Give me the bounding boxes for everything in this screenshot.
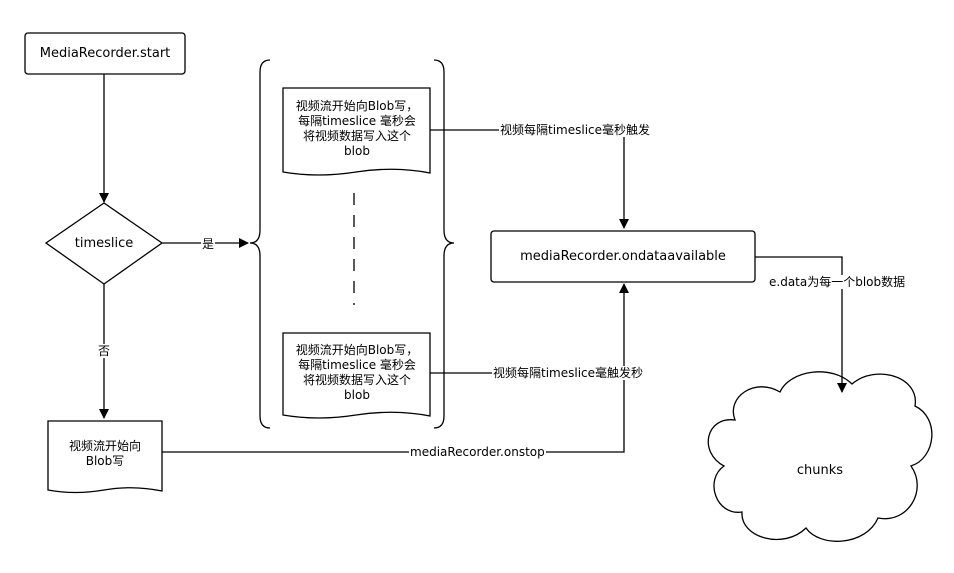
edge-label-no: 否: [97, 344, 112, 358]
edge-edata: [755, 256, 847, 393]
blob-no-node: 视频流开始向Blob写: [68, 439, 141, 468]
edge-trigger-top: [430, 129, 629, 229]
start-box: [24, 32, 186, 75]
edge-label-yes: 是: [201, 237, 216, 251]
ondataavailable-node: mediaRecorder.ondataavailable: [520, 249, 726, 264]
ondataavailable-box: [490, 230, 756, 283]
blob-no-shape: [47, 420, 163, 494]
edge-label-trigger-top: 视频每隔timeslice毫秒触发: [499, 123, 652, 137]
left-brace: [249, 59, 271, 429]
decision-node: timeslice: [74, 235, 134, 251]
chunks-cloud: [707, 371, 933, 542]
start-node: MediaRecorder.start: [39, 46, 171, 61]
blob-top-node: 视频流开始向Blob写，每隔timeslice 毫秒会将视频数据写入这个blob: [295, 99, 419, 158]
right-brace: [433, 59, 455, 429]
edge-trigger-bottom: [430, 283, 629, 374]
blob-bottom-shape: [282, 332, 431, 419]
edge-label-onstop: mediaRecorder.onstop: [409, 445, 546, 459]
blob-top-shape: [282, 87, 431, 176]
edge-onstop: [162, 373, 625, 453]
blob-bottom-node: 视频流开始向Blob写，每隔timeslice 毫秒会将视频数据写入这个blob: [295, 343, 419, 402]
edge-label-edata: e.data为每一个blob数据: [768, 275, 907, 289]
chunks-node: chunks: [796, 462, 844, 478]
edge-label-trigger-bottom: 视频每隔timeslice毫触发秒: [492, 366, 645, 380]
decision-diamond: [44, 202, 164, 285]
